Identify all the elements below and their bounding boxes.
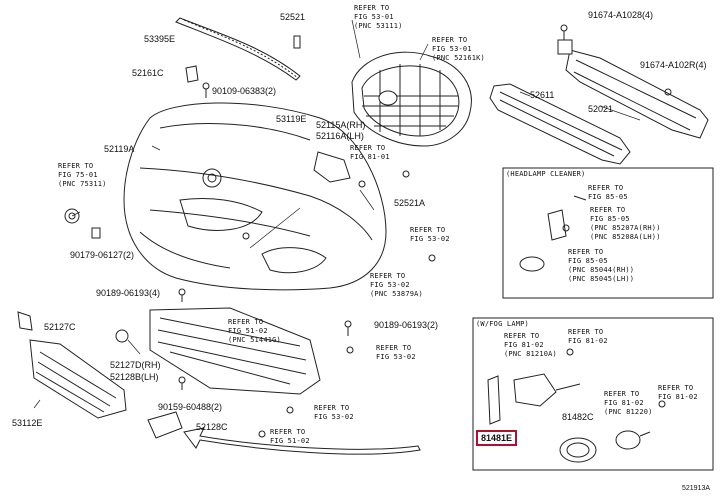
part-label-53119E: 53119E <box>276 114 307 124</box>
part-label-52161C: 52161C <box>132 68 164 78</box>
refer-note-fig-53-02-a: REFER TO FIG 53-02 <box>410 226 450 243</box>
fog-cover-52128C <box>148 412 182 438</box>
refer-note-fig-81-01: REFER TO FIG 81-01 <box>350 144 390 161</box>
part-label-90179: 90179-06127(2) <box>70 250 135 260</box>
energy-absorber <box>490 84 630 164</box>
part-label-52521A: 52521A <box>394 198 426 208</box>
side-retainer-bracket <box>314 152 350 182</box>
part-label-52521: 52521 <box>280 12 306 22</box>
section-title-fog-lamp: (W/FOG LAMP) <box>476 320 529 328</box>
part-label-52119A: 52119A <box>104 144 135 154</box>
part-label-90109: 90109-06383(2) <box>212 86 277 96</box>
refer-note-fig-81-02-a: REFER TO FIG 81-02 <box>568 328 608 345</box>
refer-note-52161K: REFER TO FIG 53-01 (PNC 52161K) <box>432 36 485 62</box>
part-label-90159: 90159-60488(2) <box>158 402 223 412</box>
part-label-52115A: 52115A(RH) <box>316 120 366 130</box>
refer-note-51441G: REFER TO FIG 51-02 (PNC 51441G) <box>228 318 281 344</box>
diagram-code: 521913A <box>682 485 711 492</box>
refer-note-75311: REFER TO FIG 75-01 (PNC 75311) <box>58 162 107 188</box>
refer-note-fig-51-02: REFER TO FIG 51-02 <box>270 428 310 445</box>
part-label-52611: 52611 <box>530 90 555 100</box>
part-label-52128C: 52128C <box>196 422 228 432</box>
part-label-52128B: 52128B(LH) <box>110 372 159 382</box>
part-label-81481E-highlighted[interactable]: 81481E <box>476 430 518 446</box>
part-label-91674-b: 91674-A102R(4) <box>640 60 707 70</box>
refer-note-81210A: REFER TO FIG 81-02 (PNC 81210A) <box>504 332 557 358</box>
refer-note-81220: REFER TO FIG 81-02 (PNC 81220) <box>604 390 653 416</box>
bumper-reinforcement <box>558 25 708 138</box>
section-title-headlamp-cleaner: (HEADLAMP CLEANER) <box>506 170 586 178</box>
part-label-52127D: 52127D(RH) <box>110 360 161 370</box>
part-label-53112E: 53112E <box>12 418 43 428</box>
part-label-91674-a: 91674-A1028(4) <box>588 10 654 20</box>
refer-note-53879A: REFER TO FIG 53-02 (PNC 53879A) <box>370 272 423 298</box>
bracket-52127D <box>116 330 128 342</box>
refer-note-85044: REFER TO FIG 85-05 (PNC 85044(RH)) (PNC … <box>568 248 635 283</box>
refer-note-fig-53-02-b: REFER TO FIG 53-02 <box>376 344 416 361</box>
part-label-81482C: 81482C <box>562 412 594 422</box>
refer-note-fig-53-02-c: REFER TO FIG 53-02 <box>314 404 354 421</box>
part-label-90189-b: 90189-06193(2) <box>374 320 439 330</box>
part-label-52021: 52021 <box>588 104 614 114</box>
upper-trim-strip <box>176 18 300 80</box>
part-label-90189-a: 90189-06193(4) <box>96 288 161 298</box>
lower-grille <box>18 312 126 418</box>
forward-direction-arrow <box>184 428 420 454</box>
refer-note-fig-81-02-b: REFER TO FIG 81-02 <box>658 384 698 401</box>
engine-under-cover <box>150 308 320 394</box>
headlamp-cleaner-box <box>503 168 713 298</box>
refer-note-85207A: REFER TO FIG 85-05 (PNC 85207A(RH)) (PNC… <box>590 206 661 241</box>
front-grille-upper <box>352 52 471 146</box>
fog-lamp-box <box>473 318 713 470</box>
part-label-52116A: 52116A(LH) <box>316 131 364 141</box>
front-bumper-cover <box>124 103 386 290</box>
part-label-52127C: 52127C <box>44 322 76 332</box>
part-label-53395E: 53395E <box>144 34 176 44</box>
refer-note-53111: REFER TO FIG 53-01 (PNC 53111) <box>354 4 403 30</box>
bracket-52161C <box>186 66 198 82</box>
emblem-75311 <box>65 209 79 223</box>
refer-note-fig-85-05-a: REFER TO FIG 85-05 <box>588 184 628 201</box>
